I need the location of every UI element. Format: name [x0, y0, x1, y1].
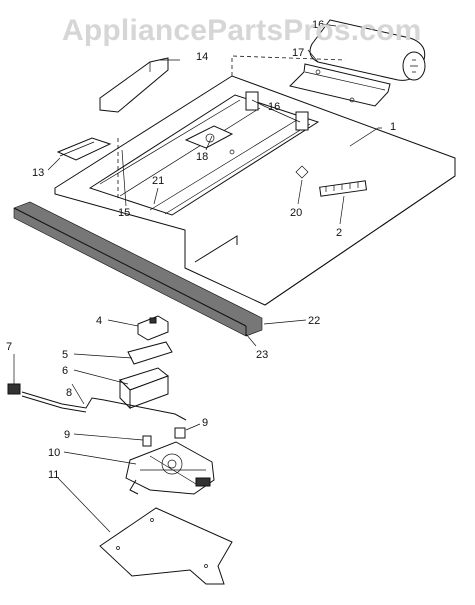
leader-lines [13, 23, 382, 533]
part-14-cover [99, 57, 169, 113]
callout-11: 11 [48, 469, 59, 481]
callout-9-right: 9 [202, 417, 208, 429]
part-13-clip [56, 137, 112, 161]
callout-5: 5 [62, 349, 68, 361]
part-2-connector [319, 180, 368, 197]
callout-13: 13 [32, 167, 44, 179]
part-4-switch [137, 315, 169, 341]
callout-8: 7 [6, 341, 12, 353]
callout-labels: 16 14 17 16 1 18 13 21 15 20 2 22 23 4 5… [6, 19, 396, 481]
callout-10: 10 [48, 447, 60, 459]
callout-9-left: 9 [64, 429, 70, 441]
callout-22: 21 [152, 175, 164, 187]
callout-20: 20 [290, 207, 302, 219]
callout-4: 4 [96, 315, 102, 327]
part-6-box [119, 367, 170, 410]
part-1-top-plate [54, 55, 456, 306]
callout-19: 18 [196, 151, 208, 163]
part-10-mechanism [125, 441, 215, 495]
callout-2: 2 [336, 227, 342, 239]
site-watermark: AppliancePartsPros.com [62, 14, 422, 47]
callout-18: 16 [312, 19, 324, 31]
callout-14: 14 [196, 51, 208, 63]
callout-21: 22 [308, 315, 320, 327]
part-11-base-plate [99, 507, 233, 585]
callout-1: 1 [390, 121, 396, 133]
part-17-bracket [289, 63, 391, 107]
callout-7: 8 [66, 387, 72, 399]
part-18-tube [309, 19, 426, 81]
part-5-plate [127, 341, 173, 365]
callout-15: 15 [118, 207, 130, 219]
callout-6: 6 [62, 365, 68, 377]
part-7-rod [21, 391, 187, 421]
part-8-knob [7, 383, 21, 395]
callout-17: 17 [292, 47, 304, 59]
callout-16: 16 [268, 101, 280, 113]
part-20-clip [295, 165, 309, 179]
part-9-spacers [142, 427, 186, 447]
callout-23: 23 [256, 349, 268, 361]
